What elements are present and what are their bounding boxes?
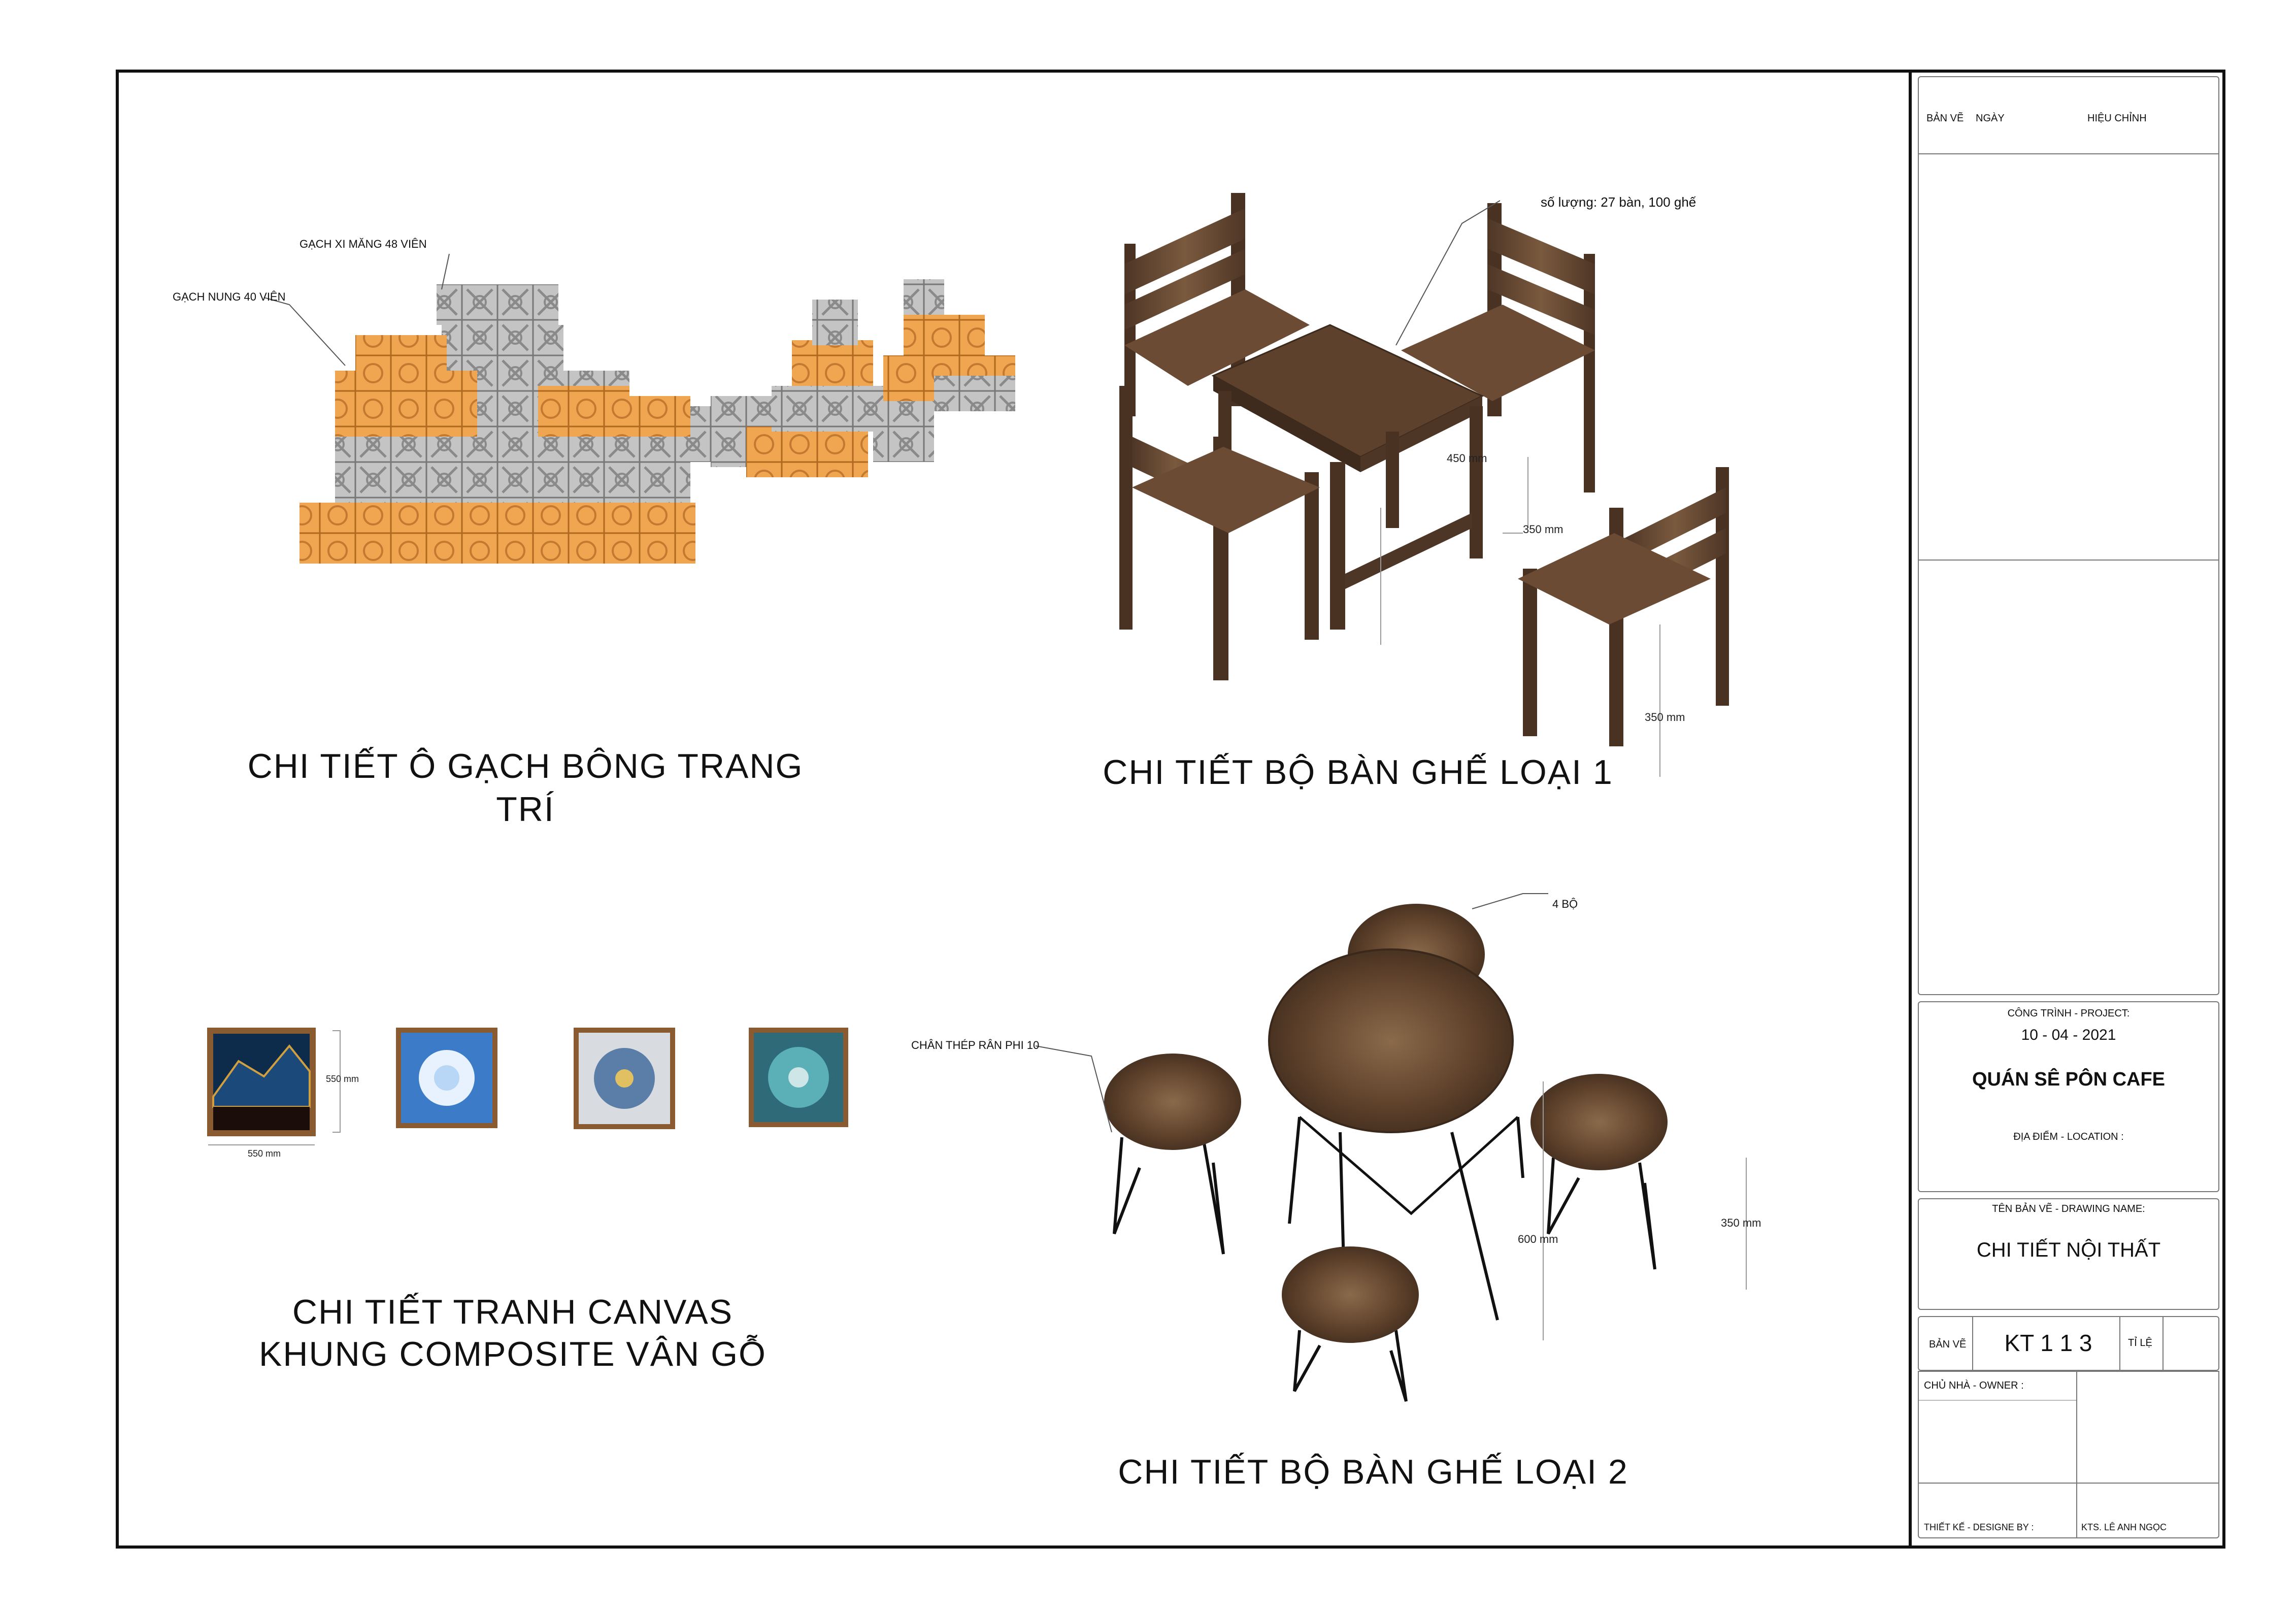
project-label: CÔNG TRÌNH - PROJECT: [2007,1008,2130,1019]
scale-label: TỈ LỆ [2128,1337,2152,1349]
sheet-number-box [1918,1316,2219,1371]
canvas-paintings [207,1028,848,1145]
cement-brick-label: GẠCH XI MĂNG 48 VIÊN [300,238,427,250]
drawing-name-box [1918,1198,2219,1310]
owner-label: CHỦ NHÀ - OWNER : [1924,1380,2024,1391]
dim-350-a: 350 mm [1523,523,1563,536]
project-box [1918,1001,2219,1192]
designer-label: THIẾT KẾ - DESIGNE BY : [1924,1522,2034,1532]
brick-caption-line2: TRÍ [496,790,555,829]
table-set-1-caption: CHI TIẾT BỘ BÀN GHẾ LOẠI 1 [1103,753,1613,792]
rev-header-revision: HIỆU CHỈNH [2087,113,2147,124]
canvas-caption-line2: KHUNG COMPOSITE VÂN GỖ [259,1335,767,1373]
table-set-1-drawing [1119,193,1729,746]
project-name: QUÁN SÊ PÔN CAFE [1972,1069,2166,1090]
brick-wall-left [300,284,741,564]
revision-box [1918,76,2219,995]
drawing-name-label: TÊN BẢN VẼ - DRAWING NAME: [1992,1203,2145,1214]
rev-header-date: NGÀY [1976,113,2005,124]
quantity-note: số lượng: 27 bàn, 100 ghế [1541,194,1696,210]
dim-600: 600 mm [1518,1233,1558,1245]
dim-350-b: 350 mm [1645,711,1685,724]
location-label: ĐỊA ĐIỂM - LOCATION : [2013,1131,2124,1142]
drawing-name: CHI TIẾT NỘI THẤT [1976,1239,2161,1261]
table-set-2-drawing [1104,904,1668,1402]
steel-leg-note: CHÂN THÉP RÂN PHI 10 [911,1039,1040,1051]
brick-caption-line1: CHI TIẾT Ô GẠCH BÔNG TRANG [247,747,804,785]
canvas-caption-line1: CHI TIẾT TRANH CANVAS [292,1293,734,1331]
set-count-note: 4 BỘ [1552,898,1578,910]
clay-brick-label: GẠCH NUNG 40 VIÊN [173,290,286,303]
rev-header-drawing: BẢN VẼ [1926,113,1964,124]
sheet-label: BẢN VẼ [1929,1339,1967,1350]
dim-450: 450 mm [1447,452,1487,465]
sheet-number: KT 1 1 3 [2004,1330,2092,1356]
canvas-dim-width: 550 mm [248,1148,281,1159]
brick-wall-right [711,279,1015,477]
designer-name: KTS. LÊ ANH NGỌC [2081,1522,2167,1532]
project-date: 10 - 04 - 2021 [2021,1027,2116,1043]
sheet-border [116,70,2225,1549]
table-set-2-caption: CHI TIẾT BỘ BÀN GHẾ LOẠI 2 [1118,1453,1628,1491]
owner-designer-box [1918,1371,2219,1538]
dim-350-stool: 350 mm [1721,1217,1761,1229]
canvas-dim-height: 550 mm [326,1074,359,1084]
